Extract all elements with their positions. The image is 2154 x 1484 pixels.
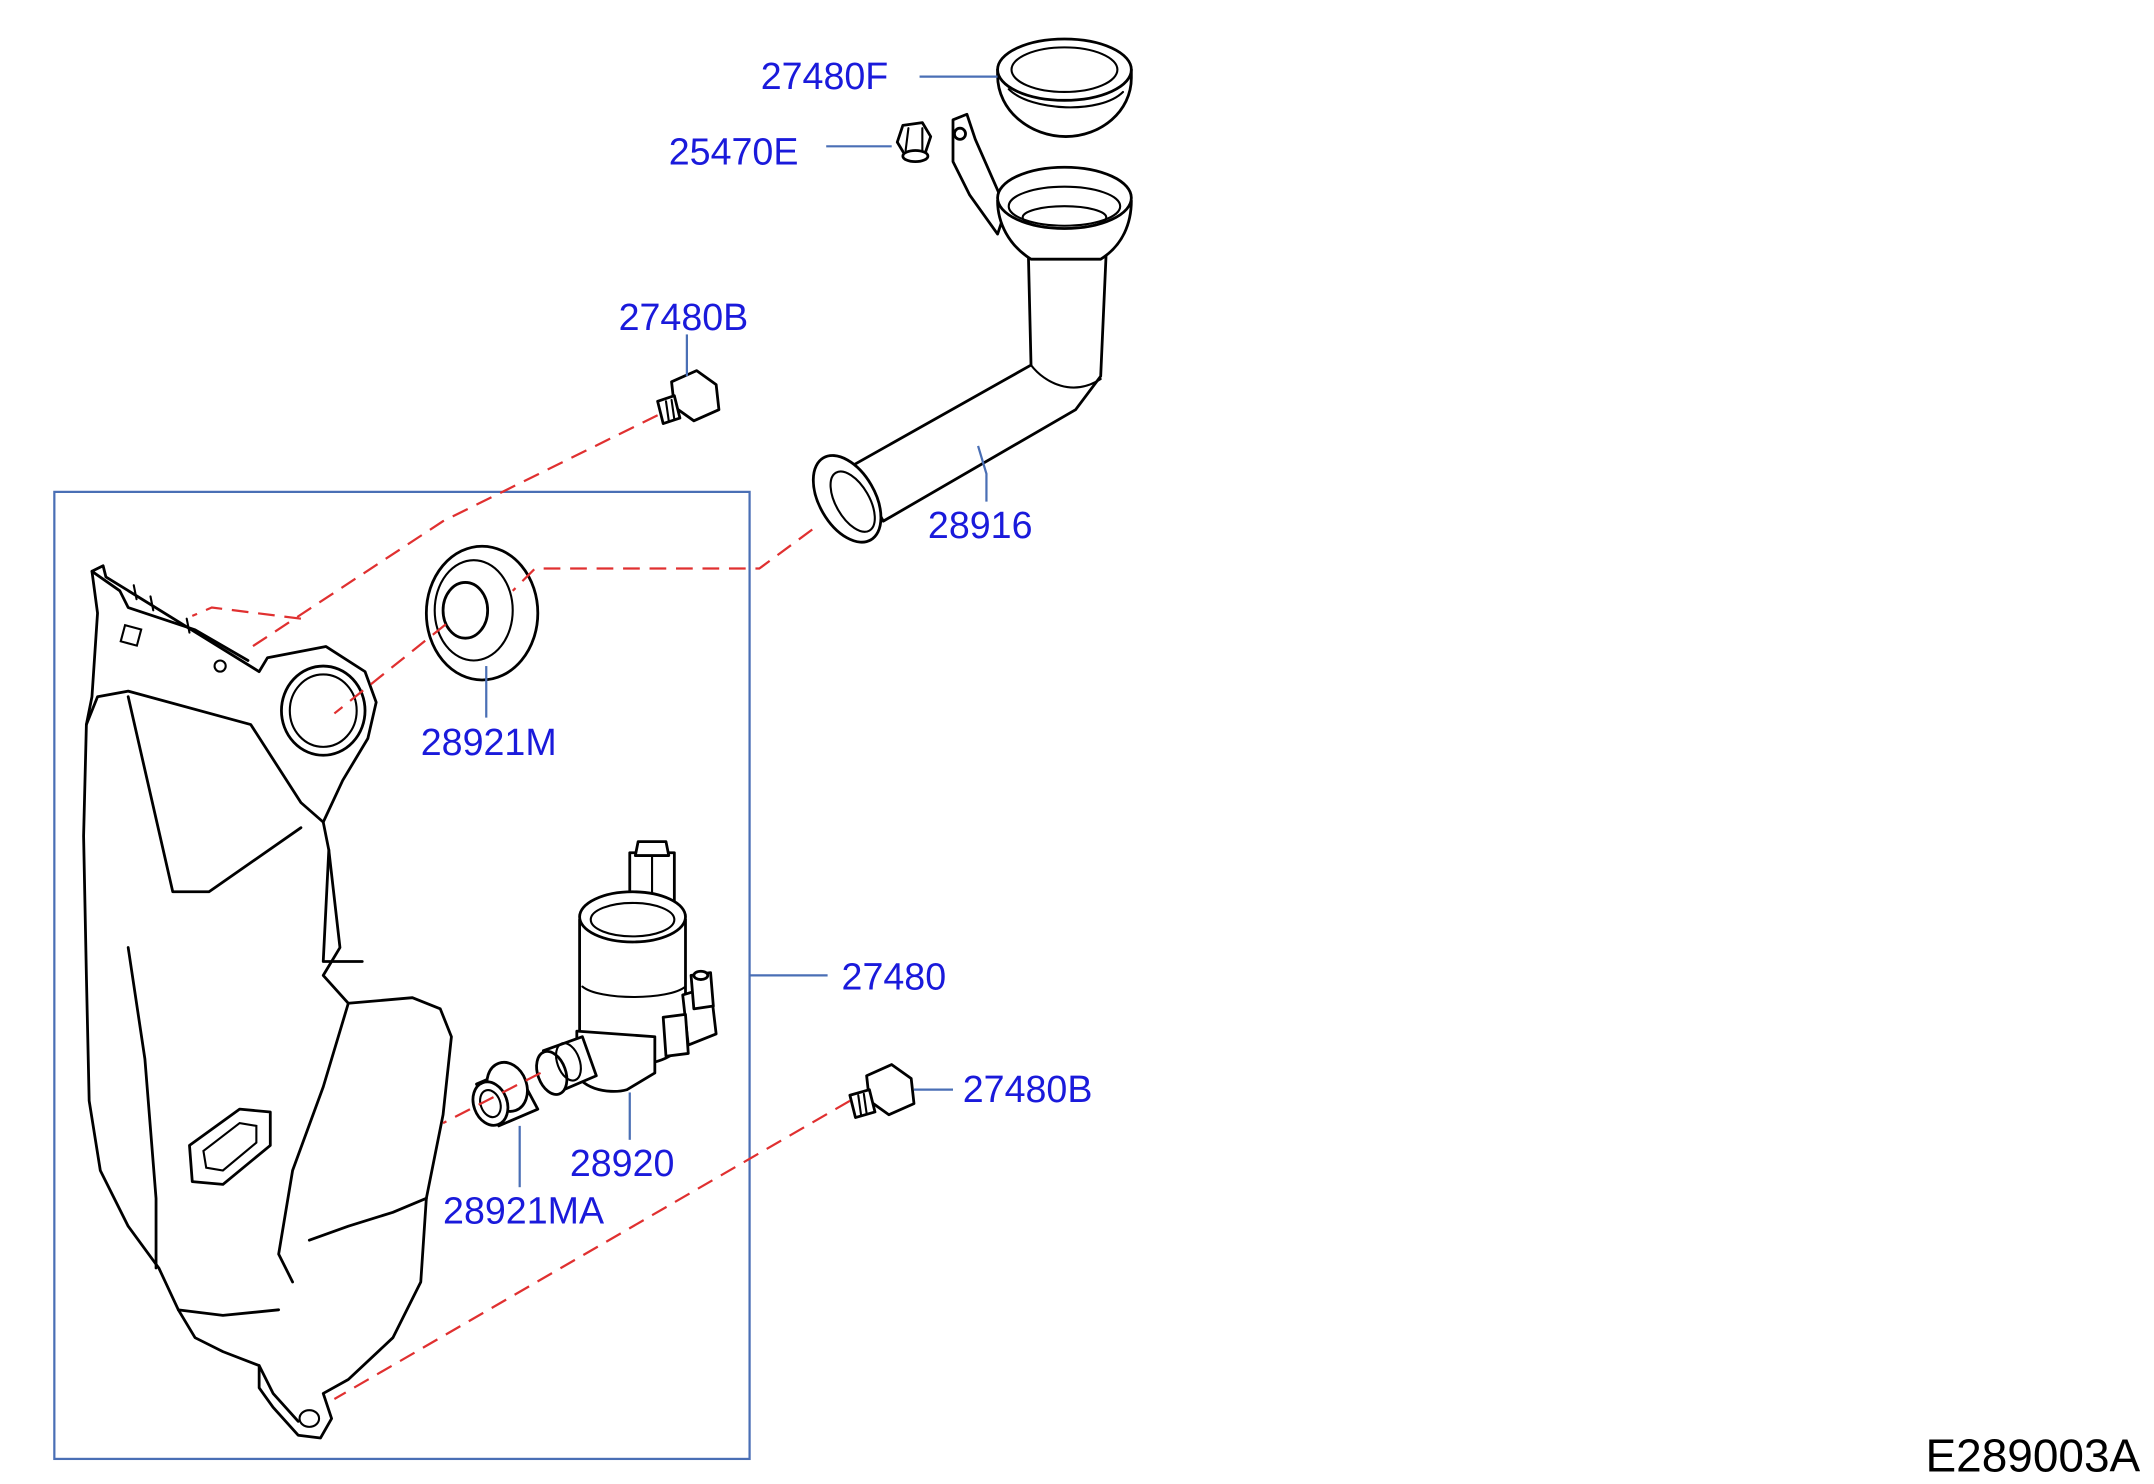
label-nut[interactable]: 25470E: [669, 130, 799, 172]
label-bolt-upper[interactable]: 27480B: [619, 296, 749, 338]
assembly-guide-lines: [191, 414, 851, 1400]
grommet-part[interactable]: [424, 544, 540, 682]
label-cap[interactable]: 27480F: [761, 55, 889, 97]
label-pump[interactable]: 28920: [570, 1142, 675, 1184]
label-filler-neck[interactable]: 28916: [928, 504, 1033, 546]
bolt-upper-part[interactable]: [656, 369, 721, 425]
filler-cap-part[interactable]: [996, 37, 1133, 138]
label-tank[interactable]: 27480: [842, 955, 947, 997]
washer-pump-part[interactable]: [531, 840, 718, 1099]
label-grommet[interactable]: 28921M: [421, 721, 557, 763]
filler-neck-part[interactable]: [799, 112, 1133, 554]
pump-grommet-part[interactable]: [467, 1057, 540, 1131]
nut-part[interactable]: [895, 121, 933, 164]
label-bolt-lower[interactable]: 27480B: [963, 1068, 1093, 1110]
leader-filler-neck: [977, 445, 988, 502]
label-pump-grommet[interactable]: 28921MA: [443, 1189, 605, 1231]
washer-tank-part[interactable]: [82, 564, 453, 1440]
bolt-lower-part[interactable]: [848, 1063, 916, 1119]
diagram-reference-code: E289003A: [1926, 1429, 2141, 1481]
